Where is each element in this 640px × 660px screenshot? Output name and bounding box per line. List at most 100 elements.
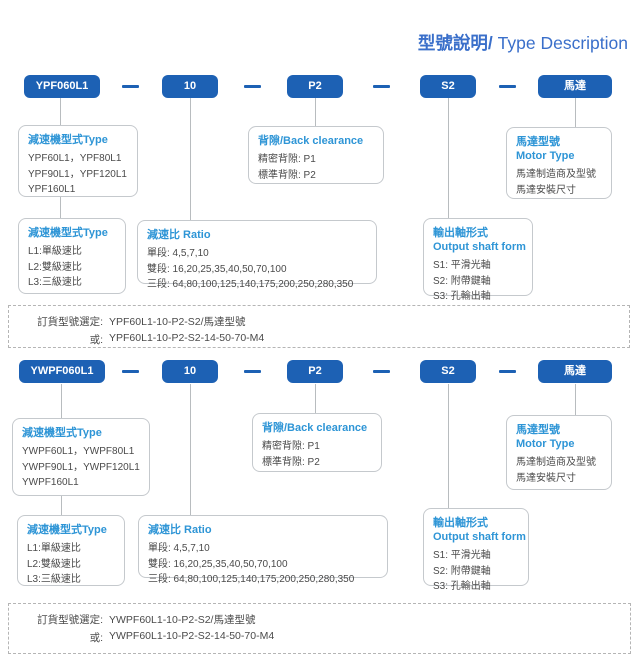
- ratio-box: 減速比 Ratio 單段: 4,5,7,10 雙段: 16,20,25,35,4…: [138, 515, 388, 585]
- order-note-label: 訂貨型號選定:: [37, 614, 103, 626]
- box-line: YWPF160L1: [22, 477, 79, 488]
- reducer-type-stages-box: 減速機型式Type L1:單級速比 L2:雙級速比 L3:三級速比: [18, 218, 126, 294]
- code-segment-pill: 馬達: [538, 75, 612, 98]
- page-title-zh: 型號說明/: [417, 33, 493, 53]
- output-shaft-box: 輸出軸形式 Output shaft form S1: 平滑光軸 S2: 附帶鍵…: [423, 218, 533, 302]
- reducer-type-models-box: 減速機型式Type YWPF60L1，YWPF80L1 YWPF90L1，YWP…: [12, 418, 150, 496]
- order-note-label: 訂貨型號選定:: [37, 316, 103, 328]
- box-line: 標準背隙: P2: [262, 456, 320, 468]
- box-line: 雙段: 16,20,25,35,40,50,70,100: [147, 263, 287, 275]
- box-line: S2: 附帶鍵軸: [433, 275, 491, 287]
- back-clearance-box: 背隙/Back clearance 精密背隙: P1 標準背隙: P2: [252, 413, 382, 472]
- code-segment-pill: YPF060L1: [24, 75, 100, 98]
- box-heading: 減速比 Ratio: [147, 229, 211, 241]
- box-heading: 背隙/Back clearance: [258, 135, 364, 147]
- box-line: L1:單級速比: [27, 543, 81, 554]
- ratio-box: 減速比 Ratio 單段: 4,5,7,10 雙段: 16,20,25,35,4…: [137, 220, 377, 290]
- box-line: 精密背隙: P1: [258, 154, 316, 165]
- connector-line: [190, 384, 191, 515]
- reducer-type-models-box: 減速機型式Type YPF60L1，YPF80L1 YPF90L1，YPF120…: [18, 125, 138, 197]
- box-heading-en: Output shaft form: [433, 241, 526, 253]
- box-line: YPF90L1，YPF120L1: [28, 168, 127, 180]
- motor-type-box: 馬達型號 Motor Type 馬達制造商及型號 馬達安裝尺寸: [506, 415, 612, 490]
- order-code-note: 訂貨型號選定: YWPF60L1-10-P2-S2/馬達型號 或: YWPF60…: [8, 603, 631, 654]
- code-segment-pill: YWPF060L1: [19, 360, 105, 383]
- order-note-value: YPF60L1-10-P2-S2/馬達型號: [109, 316, 246, 328]
- connector-line: [190, 98, 191, 220]
- connector-line: [575, 98, 576, 127]
- box-line: S3: 孔輸出軸: [433, 291, 491, 302]
- box-heading-en: Output shaft form: [433, 531, 526, 543]
- box-line: 三段: 64,80,100,125,140,175,200,250,280,35…: [148, 574, 355, 585]
- dash-separator: [244, 85, 261, 88]
- dash-separator: [373, 370, 390, 373]
- connector-line: [315, 98, 316, 126]
- back-clearance-box: 背隙/Back clearance 精密背隙: P1 標準背隙: P2: [248, 126, 384, 184]
- order-note-value: YWPF60L1-10-P2-S2/馬達型號: [109, 614, 256, 626]
- code-segment-pill: P2: [287, 360, 343, 383]
- box-line: L3:三級速比: [28, 277, 82, 288]
- order-note-label: 或:: [89, 334, 103, 346]
- code-segment-pill: P2: [287, 75, 343, 98]
- box-line: 單段: 4,5,7,10: [148, 543, 210, 554]
- connector-line: [61, 384, 62, 418]
- page-title-en: Type Description: [492, 33, 628, 53]
- order-code-note-grid: 訂貨型號選定: YWPF60L1-10-P2-S2/馬達型號 或: YWPF60…: [9, 604, 630, 645]
- order-code-note: 訂貨型號選定: YPF60L1-10-P2-S2/馬達型號 或: YPF60L1…: [8, 305, 630, 348]
- box-heading: 減速機型式Type: [22, 427, 102, 439]
- box-line: L1:單級速比: [28, 246, 82, 257]
- connector-line: [61, 496, 62, 515]
- motor-type-box: 馬達型號 Motor Type 馬達制造商及型號 馬達安裝尺寸: [506, 127, 612, 199]
- code-segment-pill: S2: [420, 75, 476, 98]
- box-heading: 減速機型式Type: [28, 134, 108, 146]
- box-line: 標準背隙: P2: [258, 169, 316, 181]
- connector-line: [60, 98, 61, 125]
- code-segment-pill: 10: [162, 360, 218, 383]
- box-line: 三段: 64,80,100,125,140,175,200,250,280,35…: [147, 279, 354, 290]
- box-line: S1: 平滑光軸: [433, 550, 491, 561]
- box-heading-en: Motor Type: [516, 438, 575, 450]
- box-line: L2:雙級速比: [27, 558, 81, 570]
- code-segment-pill: 馬達: [538, 360, 612, 383]
- reducer-type-stages-box: 減速機型式Type L1:單級速比 L2:雙級速比 L3:三級速比: [17, 515, 125, 586]
- box-line: 精密背隙: P1: [262, 441, 320, 452]
- box-line: YWPF60L1，YWPF80L1: [22, 446, 135, 457]
- connector-line: [575, 384, 576, 415]
- connector-line: [60, 196, 61, 218]
- order-note-label: 或:: [89, 632, 103, 644]
- dash-separator: [122, 370, 139, 373]
- box-heading-zh: 輸出軸形式: [433, 227, 488, 239]
- box-line: 雙段: 16,20,25,35,40,50,70,100: [148, 558, 288, 570]
- box-line: 馬達安裝尺寸: [516, 472, 576, 484]
- code-segment-pill: 10: [162, 75, 218, 98]
- order-code-note-grid: 訂貨型號選定: YPF60L1-10-P2-S2/馬達型號 或: YPF60L1…: [9, 306, 629, 347]
- output-shaft-box: 輸出軸形式 Output shaft form S1: 平滑光軸 S2: 附帶鍵…: [423, 508, 529, 592]
- dash-separator: [373, 85, 390, 88]
- box-heading-zh: 馬達型號: [516, 424, 560, 436]
- dash-separator: [244, 370, 261, 373]
- page-title: 型號說明/ Type Description: [418, 30, 628, 55]
- box-heading: 減速比 Ratio: [148, 524, 212, 536]
- box-line: 馬達制造商及型號: [516, 169, 596, 180]
- box-heading-en: Motor Type: [516, 150, 575, 162]
- connector-line: [448, 384, 449, 508]
- dash-separator: [122, 85, 139, 88]
- box-heading-zh: 輸出軸形式: [433, 517, 488, 529]
- box-line: S1: 平滑光軸: [433, 260, 491, 271]
- box-line: 單段: 4,5,7,10: [147, 248, 209, 259]
- connector-line: [448, 98, 449, 218]
- dash-separator: [499, 370, 516, 373]
- order-note-value: YPF60L1-10-P2-S2-14-50-70-M4: [109, 332, 265, 344]
- box-line: 馬達安裝尺寸: [516, 184, 576, 196]
- order-note-value: YWPF60L1-10-P2-S2-14-50-70-M4: [109, 630, 275, 642]
- diagram-ywpf: YWPF060L1 10 P2 S2 馬達 減速機型式Type YWPF60L1…: [0, 285, 640, 660]
- box-line: 馬達制造商及型號: [516, 457, 596, 468]
- connector-line: [315, 384, 316, 413]
- box-line: S3: 孔輸出軸: [433, 581, 491, 592]
- box-heading: 減速機型式Type: [27, 524, 107, 536]
- box-heading: 背隙/Back clearance: [262, 422, 368, 434]
- diagram-ypf: YPF060L1 10 P2 S2 馬達 減速機型式Type YPF60L1，Y…: [8, 75, 630, 348]
- box-line: YWPF90L1，YWPF120L1: [22, 461, 140, 473]
- dash-separator: [499, 85, 516, 88]
